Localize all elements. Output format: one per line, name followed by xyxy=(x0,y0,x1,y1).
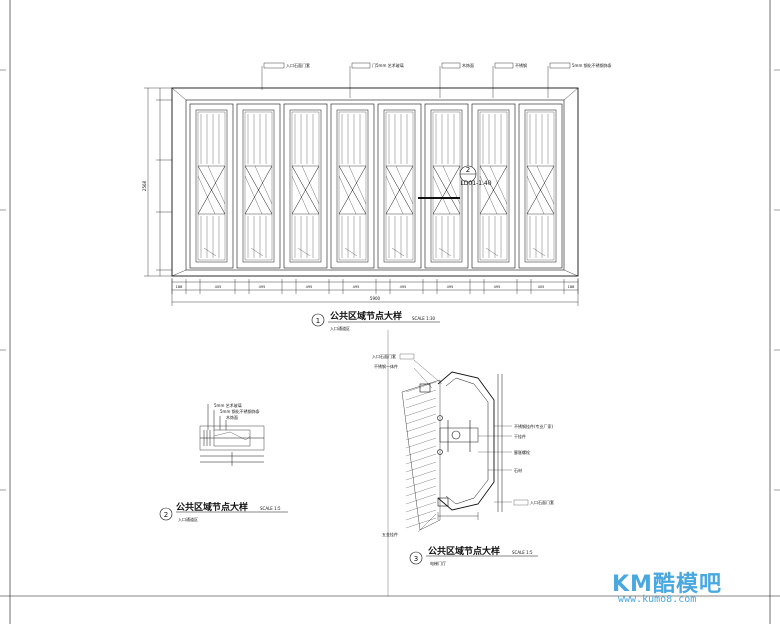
door-panel xyxy=(189,103,234,269)
wall-hatch-line xyxy=(405,493,437,505)
dimension-value: 495 xyxy=(400,285,407,289)
wall-hatch-line xyxy=(405,485,437,497)
wall-hatch-line xyxy=(405,517,437,529)
detail-3-drawing xyxy=(399,353,529,533)
wall-hatch-line xyxy=(405,421,437,433)
wall-hatch-line xyxy=(405,509,437,521)
door-panel xyxy=(471,103,516,269)
dimension-value: 188 xyxy=(176,285,183,289)
detail-2-drawing xyxy=(199,404,265,466)
detail-2-title: 公共区域节点大样 xyxy=(176,501,248,513)
dimension-value: 405 xyxy=(538,285,545,289)
elevation-height-dimension xyxy=(144,87,172,277)
elevation-tag-5: 5mm 钢化不锈钢饰条 xyxy=(572,62,612,68)
detail-2-subtitle: 入口通道区 xyxy=(178,516,198,522)
door-panels xyxy=(189,103,563,269)
door-panel xyxy=(330,103,375,269)
watermark: KM酷模吧 www.kumo8.com xyxy=(612,566,732,612)
detail-3-scale: SCALE 1:5 xyxy=(512,550,533,555)
detail-2-scale: SCALE 1:5 xyxy=(260,506,281,511)
elevation-callout: 2 LD01-1.40 xyxy=(459,165,492,187)
dimension-value: 495 xyxy=(259,285,266,289)
dimension-value: 405 xyxy=(215,285,222,289)
door-panel xyxy=(283,103,328,269)
detail-2-note-1: 5mm 艺术玻璃 xyxy=(214,402,242,408)
wall-hatch-line xyxy=(405,461,437,473)
wall-hatch-line xyxy=(405,501,437,513)
detail-2-number: 2 xyxy=(164,511,168,519)
dimension-value: 495 xyxy=(494,285,501,289)
dimension-value: 495 xyxy=(447,285,454,289)
elevation-tags xyxy=(261,62,571,98)
detail-3-title-block: 3 公共区域节点大样 SCALE 1:5 电梯门厅 xyxy=(409,545,538,566)
elevation-number: 1 xyxy=(316,317,320,325)
elevation-callout-number: 2 xyxy=(466,166,470,174)
detail-3-title: 公共区域节点大样 xyxy=(428,545,500,557)
wall-hatch-line xyxy=(405,389,437,401)
watermark-url: www.kumo8.com xyxy=(618,594,697,605)
dimension-ticks: 188 405 495 495 495 495 495 495 405 188 xyxy=(171,279,579,294)
detail-3-note-bottom-left: 五金挂件 xyxy=(382,531,398,537)
elevation-subtitle: 入口通道区 xyxy=(330,325,350,331)
watermark-brand: KM酷模吧 xyxy=(612,572,722,597)
elevation-callout-ref: LD01-1.40 xyxy=(460,180,491,187)
wall-hatch-line xyxy=(405,453,437,465)
elevation-title: 公共区域节点大样 xyxy=(330,310,402,322)
elevation-tag-4: 不锈钢 xyxy=(515,62,527,68)
detail-3-subtitle: 电梯门厅 xyxy=(430,560,446,566)
detail-3-note-left-2: 不锈钢一体件 xyxy=(374,363,398,369)
wall-hatch-line xyxy=(405,413,437,425)
dimension-value: 188 xyxy=(568,285,575,289)
detail-3-note-left-1: 入口石面门套 xyxy=(372,353,396,359)
elevation-tag-1: 入口石面门套 xyxy=(286,62,310,68)
wall-hatch-line xyxy=(405,477,437,489)
wall-hatch-line xyxy=(405,437,437,449)
wall-hatch-line xyxy=(405,469,437,481)
elevation-title-block: 1 公共区域节点大样 SCALE 1:30 入口通道区 xyxy=(311,310,440,331)
detail-3-note-right-2: 干挂件 xyxy=(514,433,526,439)
door-panel xyxy=(518,103,563,269)
detail-3-note-right-1: 不锈钢挂件(专业厂家) xyxy=(514,423,554,429)
detail-3-number: 3 xyxy=(414,555,418,563)
elevation-width-label: 5900 xyxy=(370,296,381,301)
detail-2-title-block: 2 公共区域节点大样 SCALE 1:5 入口通道区 xyxy=(159,501,288,522)
wall-hatch-line xyxy=(405,429,437,441)
door-panel xyxy=(236,103,281,269)
elevation-height-label: 2568 xyxy=(142,180,147,191)
wall-hatch-line xyxy=(405,445,437,457)
elevation-tag-3: 木饰面 xyxy=(462,62,474,68)
elevation-width-dimension xyxy=(171,278,579,306)
dimension-value: 495 xyxy=(353,285,360,289)
elevation-scale: SCALE 1:30 xyxy=(412,316,436,321)
wall-hatch-line xyxy=(405,405,437,417)
door-panel xyxy=(377,103,422,269)
detail-2-note-3: 木饰面 xyxy=(226,414,238,420)
detail-3-note-bottom: 入口石面门套 xyxy=(530,499,554,505)
detail-2-note-2: 5mm 钢化不锈钢饰条 xyxy=(220,408,260,414)
wall-hatch-line xyxy=(405,397,437,409)
detail-3-note-right-3: 膨胀螺栓 xyxy=(514,449,530,455)
elevation-tag-2: 门5mm 艺术玻璃 xyxy=(372,62,404,68)
door-panel xyxy=(424,103,469,269)
wall-hatch-line xyxy=(405,381,437,393)
detail-3-note-right-4: 石材 xyxy=(514,467,522,473)
dimension-value: 495 xyxy=(306,285,313,289)
elevation-drawing xyxy=(171,87,579,277)
